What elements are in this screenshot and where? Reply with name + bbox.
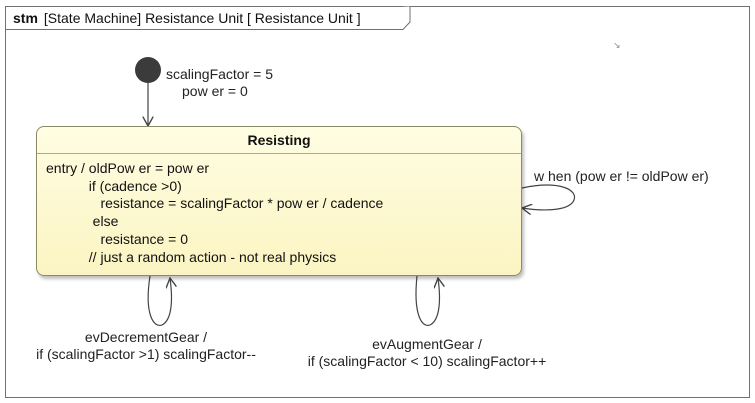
behavior-line: entry / oldPow er = pow er [46, 160, 210, 176]
augment-action: if (scalingFactor < 10) scalingFactor++ [307, 353, 547, 369]
state-name: Resisting [247, 132, 311, 148]
diagram-title: stm [State Machine] Resistance Unit [ Res… [13, 10, 361, 26]
augment-transition-label: evAugmentGear / if (scalingFactor < 10) … [290, 336, 564, 370]
behavior-line: resistance = scalingFactor * pow er / ca… [46, 195, 384, 212]
state-behavior: entry / oldPow er = pow er if (cadence >… [46, 160, 383, 266]
header-tab-shape [5, 6, 411, 30]
initial-pseudostate[interactable] [135, 57, 161, 83]
self-transition-augment-edge[interactable] [415, 275, 439, 326]
self-transition-when-label: w hen (pow er != oldPow er) [534, 168, 709, 184]
state-divider [37, 153, 521, 154]
decrement-trigger: evDecrementGear / [84, 329, 208, 345]
behavior-line: resistance = 0 [46, 230, 189, 247]
diagram-kind: stm [13, 10, 38, 26]
self-transition-when-edge[interactable] [522, 184, 576, 210]
behavior-line: else [46, 213, 119, 230]
mouse-cursor-icon: ↘ [613, 40, 621, 50]
behavior-line: // just a random action - not real physi… [46, 248, 337, 265]
behavior-line: if (cadence >0) [46, 177, 182, 194]
initial-action-line: pow er = 0 [182, 83, 248, 99]
augment-trigger: evAugmentGear / [372, 336, 482, 352]
state-resisting[interactable]: Resisting entry / oldPow er = pow er if … [36, 126, 522, 276]
initial-transition-label: scalingFactor = 5 pow er = 0 [166, 66, 273, 100]
decrement-transition-label: evDecrementGear / if (scalingFactor >1) … [17, 329, 275, 363]
initial-action-line: scalingFactor = 5 [166, 66, 273, 82]
self-transition-decrement-edge[interactable] [147, 275, 171, 326]
diagram-header-text: [State Machine] Resistance Unit [ Resist… [43, 10, 361, 26]
decrement-action: if (scalingFactor >1) scalingFactor-- [36, 346, 256, 362]
